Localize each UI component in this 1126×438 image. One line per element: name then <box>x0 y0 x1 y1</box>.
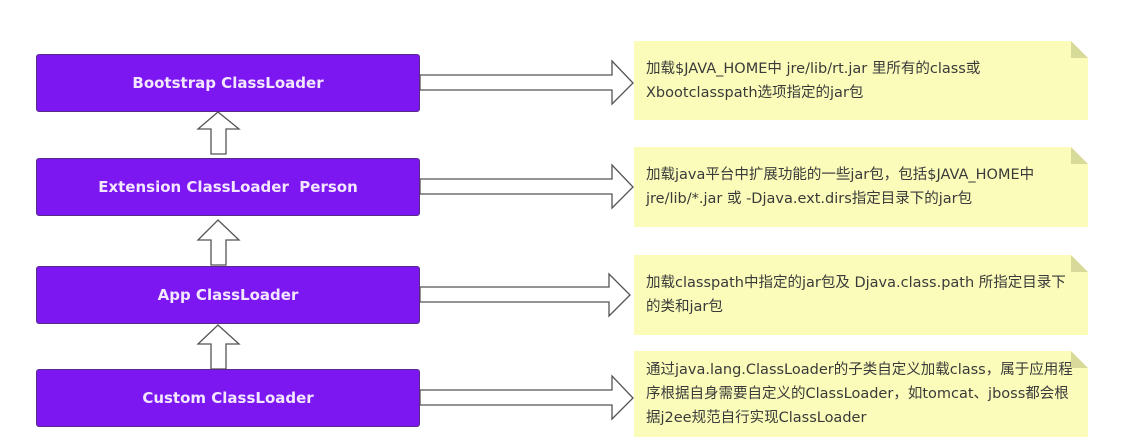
up-arrow-app-to-ext <box>196 219 241 266</box>
bootstrap-classloader-box: Bootstrap ClassLoader <box>36 54 420 112</box>
app-classloader-box: App ClassLoader <box>36 266 420 324</box>
extension-classloader-label: Extension ClassLoader Person <box>98 178 358 196</box>
up-arrow-ext-to-bootstrap <box>196 111 241 155</box>
custom-note: 通过java.lang.ClassLoader的子类自定义加载class，属于应… <box>634 351 1088 437</box>
extension-note: 加载java平台中扩展功能的一些jar包，包括$JAVA_HOME中jre/li… <box>634 147 1088 227</box>
up-arrow-custom-to-app <box>196 324 241 370</box>
custom-classloader-label: Custom ClassLoader <box>142 389 314 407</box>
bootstrap-note-text: 加载$JAVA_HOME中 jre/lib/rt.jar 里所有的class或X… <box>646 60 981 101</box>
app-classloader-label: App ClassLoader <box>157 286 299 304</box>
right-arrow-custom-note <box>419 374 634 421</box>
app-note: 加载classpath中指定的jar包及 Djava.class.path 所指… <box>634 255 1088 335</box>
right-arrow-ext-note <box>419 163 634 210</box>
right-arrow-app-note <box>419 272 631 318</box>
custom-note-text: 通过java.lang.ClassLoader的子类自定义加载class，属于应… <box>646 362 1073 426</box>
bootstrap-note: 加载$JAVA_HOME中 jre/lib/rt.jar 里所有的class或X… <box>634 41 1088 120</box>
app-note-text: 加载classpath中指定的jar包及 Djava.class.path 所指… <box>646 275 1066 315</box>
bootstrap-classloader-label: Bootstrap ClassLoader <box>132 74 324 92</box>
custom-classloader-box: Custom ClassLoader <box>36 369 420 427</box>
right-arrow-bootstrap-note <box>419 59 634 106</box>
extension-note-text: 加载java平台中扩展功能的一些jar包，包括$JAVA_HOME中jre/li… <box>646 167 1035 207</box>
extension-classloader-box: Extension ClassLoader Person <box>36 158 420 216</box>
